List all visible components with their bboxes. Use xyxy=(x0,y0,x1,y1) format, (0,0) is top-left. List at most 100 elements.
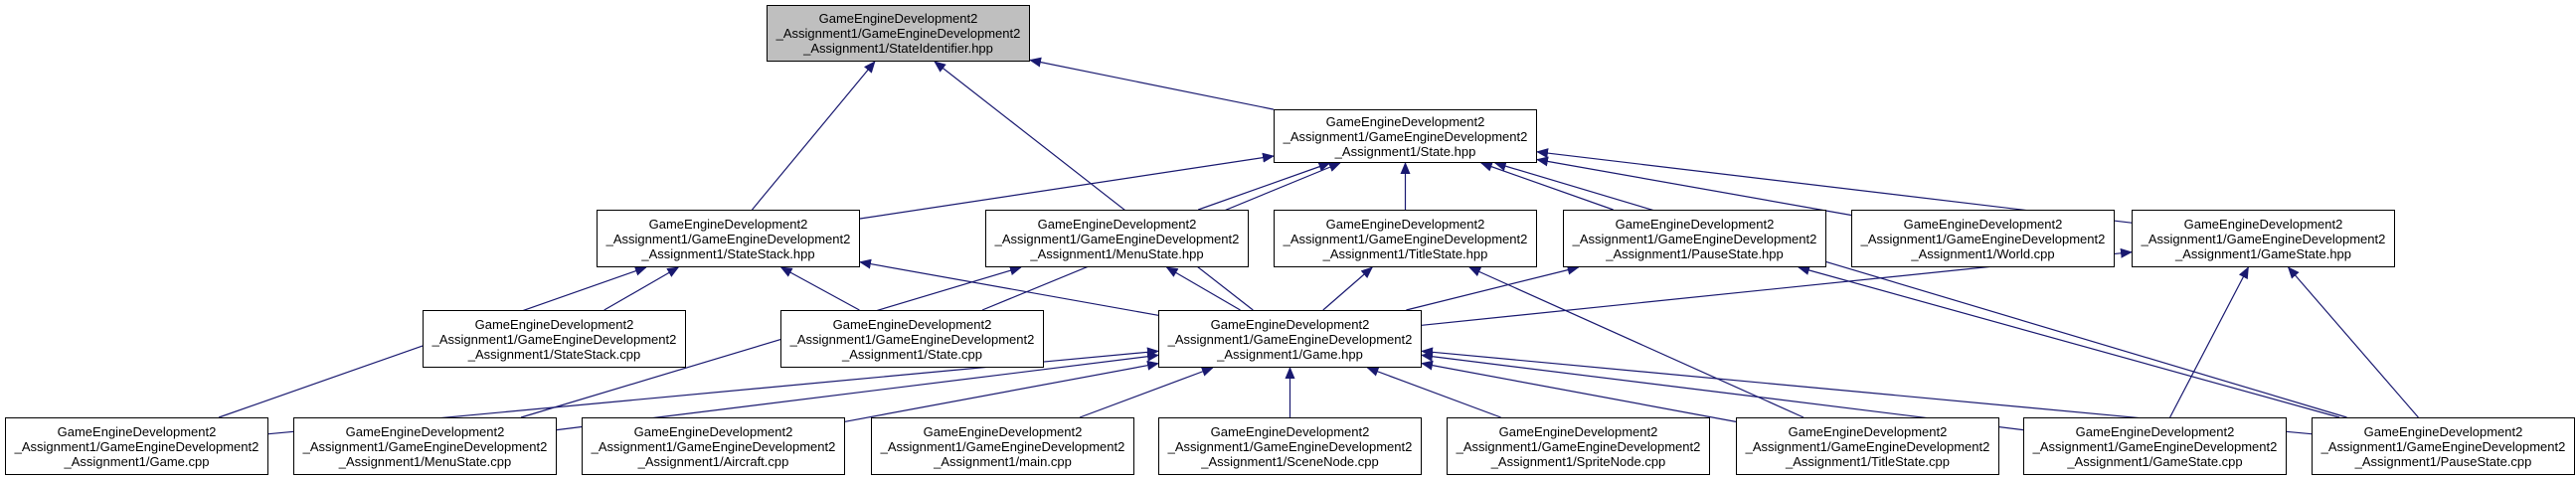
node-menustate-cpp[interactable]: GameEngineDevelopment2 _Assignment1/Game… xyxy=(293,417,557,475)
node-gamestate-hpp[interactable]: GameEngineDevelopment2 _Assignment1/Game… xyxy=(2132,210,2395,267)
node-main-cpp[interactable]: GameEngineDevelopment2 _Assignment1/Game… xyxy=(871,417,1134,475)
node-line: _Assignment1/GameState.hpp xyxy=(2174,245,2352,261)
node-line: GameEngineDevelopment2 xyxy=(1498,423,1658,439)
include-edge xyxy=(1079,367,1214,418)
node-line: _Assignment1/GameEngineDevelopment2 xyxy=(2032,438,2278,454)
include-edge xyxy=(1468,266,1804,418)
node-line: GameEngineDevelopment2 xyxy=(2075,423,2235,439)
node-stateidentifier-hpp: GameEngineDevelopment2 _Assignment1/Game… xyxy=(767,5,1030,62)
node-line: _Assignment1/GameEngineDevelopment2 xyxy=(431,331,677,347)
node-line: _Assignment1/GameEngineDevelopment2 xyxy=(1456,438,1701,454)
node-line: _Assignment1/Game.hpp xyxy=(1217,346,1363,362)
node-line: GameEngineDevelopment2 xyxy=(832,316,992,332)
node-line: _Assignment1/GameEngineDevelopment2 xyxy=(789,331,1035,347)
node-aircraft-cpp[interactable]: GameEngineDevelopment2 _Assignment1/Game… xyxy=(582,417,845,475)
node-line: _Assignment1/GameState.cpp xyxy=(2067,453,2243,469)
node-line: _Assignment1/TitleState.hpp xyxy=(1322,245,1488,261)
node-line: _Assignment1/GameEngineDevelopment2 xyxy=(1745,438,1990,454)
include-edge xyxy=(859,152,1275,220)
node-line: _Assignment1/GameEngineDevelopment2 xyxy=(591,438,836,454)
node-line: _Assignment1/TitleState.cpp xyxy=(1786,453,1950,469)
node-line: _Assignment1/Game.cpp xyxy=(64,453,210,469)
node-line: GameEngineDevelopment2 xyxy=(2363,423,2523,439)
node-line: _Assignment1/GameEngineDevelopment2 xyxy=(14,438,259,454)
node-line: _Assignment1/GameEngineDevelopment2 xyxy=(1283,231,1528,246)
node-state-hpp[interactable]: GameEngineDevelopment2 _Assignment1/Game… xyxy=(1274,109,1537,163)
node-line: GameEngineDevelopment2 xyxy=(923,423,1083,439)
node-line: _Assignment1/World.cpp xyxy=(1911,245,2055,261)
include-edge xyxy=(1366,367,1501,418)
node-statestack-cpp[interactable]: GameEngineDevelopment2 _Assignment1/Game… xyxy=(423,310,686,368)
node-line: GameEngineDevelopment2 xyxy=(1325,113,1485,129)
include-edge xyxy=(2169,266,2249,418)
node-pausestate-cpp[interactable]: GameEngineDevelopment2 _Assignment1/Game… xyxy=(2312,417,2575,475)
node-line: GameEngineDevelopment2 xyxy=(1325,216,1485,232)
node-line: _Assignment1/StateStack.hpp xyxy=(641,245,815,261)
node-line: _Assignment1/GameEngineDevelopment2 xyxy=(1860,231,2106,246)
node-line: _Assignment1/GameEngineDevelopment2 xyxy=(2141,231,2386,246)
node-line: _Assignment1/GameEngineDevelopment2 xyxy=(994,231,1240,246)
node-line: GameEngineDevelopment2 xyxy=(633,423,793,439)
node-scenenode-cpp[interactable]: GameEngineDevelopment2 _Assignment1/Game… xyxy=(1158,417,1422,475)
node-line: GameEngineDevelopment2 xyxy=(2183,216,2343,232)
node-line: _Assignment1/GameEngineDevelopment2 xyxy=(1167,331,1413,347)
include-edge xyxy=(1029,57,1275,110)
node-line: GameEngineDevelopment2 xyxy=(1615,216,1775,232)
node-line: _Assignment1/GameEngineDevelopment2 xyxy=(880,438,1125,454)
node-line: _Assignment1/StateIdentifier.hpp xyxy=(803,41,993,56)
node-line: _Assignment1/GameEngineDevelopment2 xyxy=(775,26,1021,41)
include-edge xyxy=(1493,161,2347,418)
node-line: _Assignment1/GameEngineDevelopment2 xyxy=(1283,128,1528,144)
include-edge xyxy=(934,61,1254,311)
include-edge xyxy=(1406,264,1580,311)
node-statestack-hpp[interactable]: GameEngineDevelopment2 _Assignment1/Game… xyxy=(597,210,860,267)
node-line: _Assignment1/MenuState.hpp xyxy=(1030,245,1204,261)
node-line: _Assignment1/GameEngineDevelopment2 xyxy=(2320,438,2566,454)
node-line: GameEngineDevelopment2 xyxy=(474,316,634,332)
node-line: _Assignment1/PauseState.cpp xyxy=(2354,453,2532,469)
node-menustate-hpp[interactable]: GameEngineDevelopment2 _Assignment1/Game… xyxy=(985,210,1249,267)
include-edge xyxy=(844,360,1159,422)
node-game-cpp[interactable]: GameEngineDevelopment2 _Assignment1/Game… xyxy=(5,417,268,475)
node-line: GameEngineDevelopment2 xyxy=(1788,423,1948,439)
node-line: _Assignment1/GameEngineDevelopment2 xyxy=(1572,231,1817,246)
include-edge xyxy=(1165,266,1241,311)
node-titlestate-hpp[interactable]: GameEngineDevelopment2 _Assignment1/Game… xyxy=(1274,210,1537,267)
node-line: _Assignment1/State.cpp xyxy=(842,346,982,362)
node-line: _Assignment1/GameEngineDevelopment2 xyxy=(605,231,851,246)
node-line: GameEngineDevelopment2 xyxy=(818,11,978,26)
node-line: GameEngineDevelopment2 xyxy=(1903,216,2063,232)
include-edge xyxy=(603,266,680,311)
include-edge xyxy=(1798,265,2340,418)
node-state-cpp[interactable]: GameEngineDevelopment2 _Assignment1/Game… xyxy=(780,310,1044,368)
node-line: _Assignment1/SceneNode.cpp xyxy=(1201,453,1379,469)
node-line: _Assignment1/Aircraft.cpp xyxy=(637,453,789,469)
node-line: _Assignment1/GameEngineDevelopment2 xyxy=(302,438,548,454)
include-edge xyxy=(1536,156,1852,217)
node-line: GameEngineDevelopment2 xyxy=(648,216,808,232)
include-edge xyxy=(520,265,1022,418)
node-line: GameEngineDevelopment2 xyxy=(1210,316,1370,332)
node-line: _Assignment1/main.cpp xyxy=(934,453,1072,469)
include-edge xyxy=(1322,266,1373,311)
node-gamestate-cpp[interactable]: GameEngineDevelopment2 _Assignment1/Game… xyxy=(2023,417,2287,475)
node-world-cpp[interactable]: GameEngineDevelopment2 _Assignment1/Game… xyxy=(1851,210,2115,267)
node-pausestate-hpp[interactable]: GameEngineDevelopment2 _Assignment1/Game… xyxy=(1563,210,1826,267)
node-line: _Assignment1/State.hpp xyxy=(1334,143,1476,159)
include-edge xyxy=(859,258,1159,316)
node-line: _Assignment1/SpriteNode.cpp xyxy=(1490,453,1666,469)
include-edge xyxy=(779,266,860,311)
include-edge xyxy=(752,61,876,211)
node-game-hpp[interactable]: GameEngineDevelopment2 _Assignment1/Game… xyxy=(1158,310,1422,368)
node-titlestate-cpp[interactable]: GameEngineDevelopment2 _Assignment1/Game… xyxy=(1736,417,1999,475)
include-edge xyxy=(1421,360,1737,422)
node-line: _Assignment1/PauseState.hpp xyxy=(1606,245,1784,261)
include-edge xyxy=(2287,266,2419,418)
node-spritenode-cpp[interactable]: GameEngineDevelopment2 _Assignment1/Game… xyxy=(1447,417,1710,475)
node-line: _Assignment1/GameEngineDevelopment2 xyxy=(1167,438,1413,454)
node-line: _Assignment1/MenuState.cpp xyxy=(338,453,512,469)
node-line: _Assignment1/StateStack.cpp xyxy=(467,346,641,362)
node-line: GameEngineDevelopment2 xyxy=(1037,216,1197,232)
node-line: GameEngineDevelopment2 xyxy=(345,423,505,439)
node-line: GameEngineDevelopment2 xyxy=(57,423,217,439)
